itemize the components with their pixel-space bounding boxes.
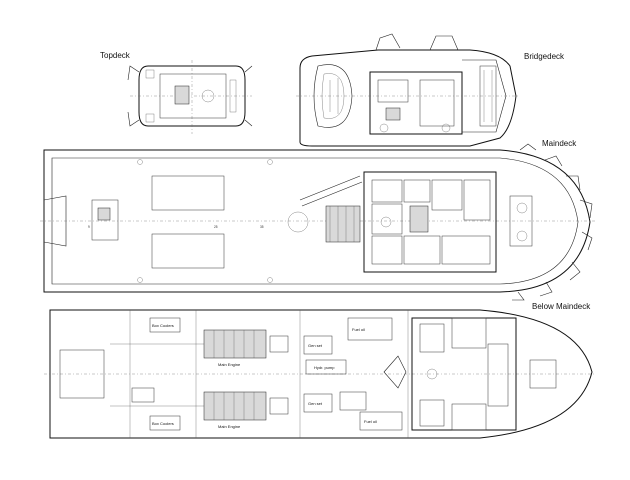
fuel-oil-label-2: Fuel oil (364, 419, 377, 424)
gen-set-label-1: Gen set (308, 343, 323, 348)
svg-text:35: 35 (260, 225, 264, 229)
svg-text:9: 9 (88, 225, 90, 229)
fuel-oil-label-1: Fuel oil (352, 327, 365, 332)
below-maindeck-label: Below Maindeck (532, 302, 591, 311)
topdeck-label: Topdeck (100, 51, 130, 60)
bridgedeck-plan (296, 33, 520, 147)
box-cooler-label-1: Box Coolers (152, 323, 174, 328)
box-cooler-label-2: Box Coolers (152, 421, 174, 426)
topdeck-plan (127, 60, 253, 134)
main-engine-label-2: Main Engine (218, 424, 241, 429)
svg-text:25: 25 (214, 225, 218, 229)
gen-set-label-2: Gen set (308, 401, 323, 406)
below-maindeck-plan: Box Coolers Box Coolers Main Engine Main… (44, 309, 596, 439)
hydr-pump-label: Hydr. pump (314, 365, 335, 370)
maindeck-label: Maindeck (542, 139, 577, 148)
maindeck-plan: 9 25 35 (40, 143, 596, 301)
bridgedeck-label: Bridgedeck (524, 52, 565, 61)
main-engine-label-1: Main Engine (218, 362, 241, 367)
